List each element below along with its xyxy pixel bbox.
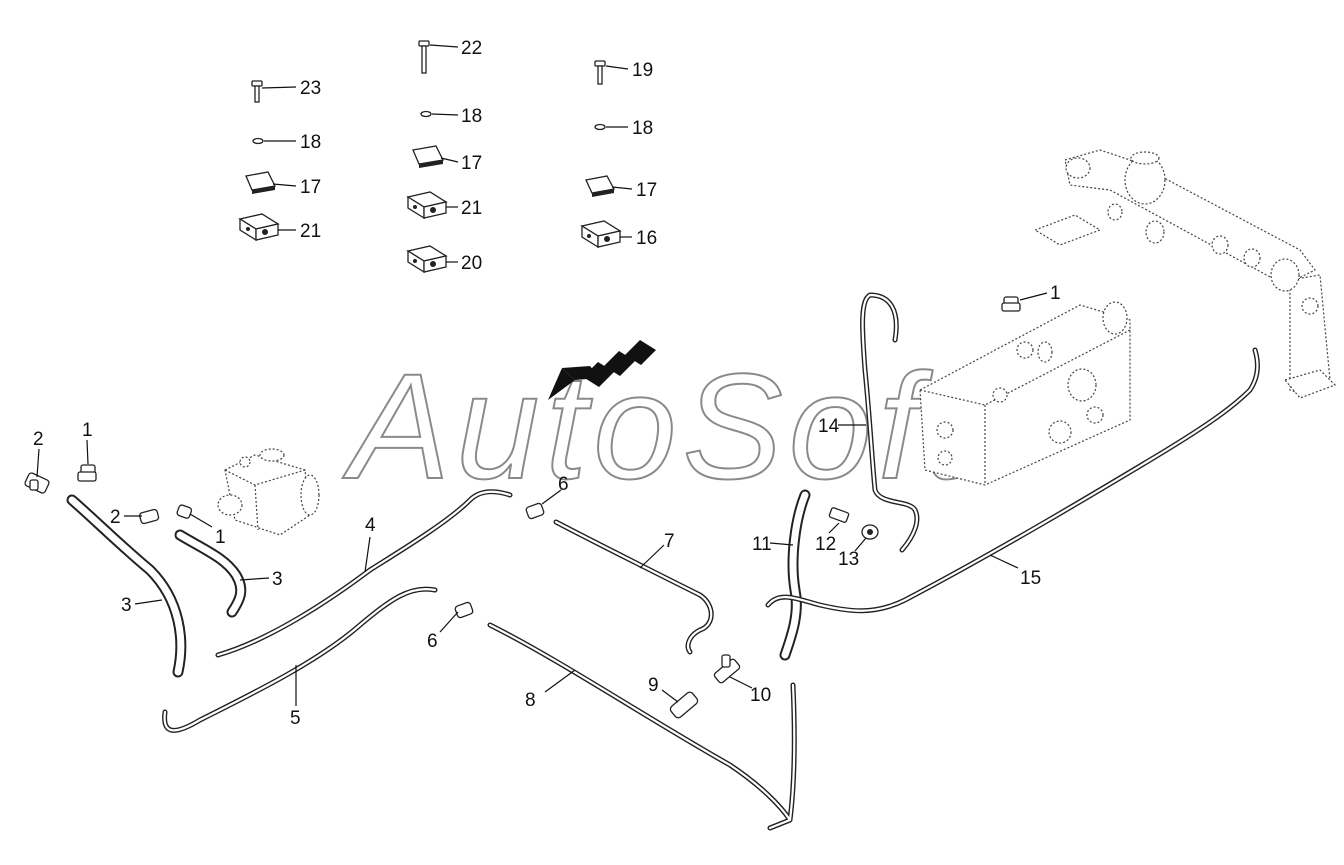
label-3-left: 3 bbox=[121, 595, 132, 616]
elbow-2-mid bbox=[139, 508, 160, 525]
label-5: 5 bbox=[290, 708, 301, 729]
washer-18c-icon bbox=[594, 123, 606, 131]
label-17-middle: 17 bbox=[461, 153, 482, 174]
hardware-column-right bbox=[580, 60, 622, 249]
clamp-20-icon bbox=[406, 245, 448, 274]
label-19: 19 bbox=[632, 60, 653, 81]
label-7: 7 bbox=[664, 531, 675, 552]
valve-block-phantom bbox=[919, 301, 1131, 486]
bolt-19-icon bbox=[594, 60, 606, 85]
pump-phantom bbox=[217, 448, 320, 536]
elbow-2-left bbox=[24, 472, 50, 494]
label-23: 23 bbox=[300, 78, 321, 99]
leader-lines bbox=[36, 44, 1048, 706]
label-21-left: 21 bbox=[300, 221, 321, 242]
label-1-right: 1 bbox=[1050, 283, 1061, 304]
fitting-1-mid bbox=[176, 504, 193, 519]
clamp-16-icon bbox=[580, 220, 622, 249]
hardware-column-middle bbox=[406, 40, 448, 274]
pipe-14 bbox=[860, 292, 920, 553]
label-9: 9 bbox=[648, 675, 659, 696]
fitting-6-bottom bbox=[454, 601, 474, 619]
label-17-right: 17 bbox=[636, 180, 657, 201]
plate-17b-icon bbox=[412, 145, 444, 168]
label-22: 22 bbox=[461, 38, 482, 59]
label-1-left: 1 bbox=[82, 420, 93, 441]
clamp-21-icon bbox=[238, 213, 280, 242]
label-6-bottom: 6 bbox=[427, 631, 438, 652]
fitting-9 bbox=[669, 691, 699, 719]
bolt-22-icon bbox=[418, 40, 430, 74]
label-10: 10 bbox=[750, 685, 771, 706]
label-1-middle: 1 bbox=[215, 527, 226, 548]
label-3-right: 3 bbox=[272, 569, 283, 590]
part-labels: 23 18 17 21 22 18 17 21 20 19 18 17 16 1… bbox=[33, 38, 1061, 729]
label-20: 20 bbox=[461, 253, 482, 274]
fitting-1-right bbox=[1001, 296, 1021, 312]
pipe-7 bbox=[553, 519, 714, 655]
clamp-21b-icon bbox=[406, 191, 448, 220]
washer-18-icon bbox=[252, 137, 264, 145]
label-14: 14 bbox=[818, 416, 840, 437]
label-2-left: 2 bbox=[33, 429, 44, 450]
hardware-column-left bbox=[238, 80, 280, 242]
label-18-right: 18 bbox=[632, 118, 653, 139]
pipe-4 bbox=[215, 489, 513, 658]
pipe-5 bbox=[162, 586, 438, 733]
hose-3-right bbox=[174, 529, 247, 618]
tee-10 bbox=[713, 654, 741, 684]
pipe-15 bbox=[765, 347, 1260, 614]
label-13: 13 bbox=[838, 549, 859, 570]
fitting-1-left bbox=[77, 464, 97, 482]
plate-17c-icon bbox=[585, 175, 615, 197]
label-8: 8 bbox=[525, 690, 536, 711]
label-2-middle: 2 bbox=[110, 507, 121, 528]
direction-arrow-icon bbox=[548, 340, 656, 400]
fitting-6-top bbox=[525, 502, 545, 520]
label-11: 11 bbox=[752, 534, 772, 555]
label-4: 4 bbox=[365, 515, 376, 536]
watermark-text: AutoSoft bbox=[342, 342, 973, 510]
label-15: 15 bbox=[1020, 568, 1041, 589]
label-17-left: 17 bbox=[300, 177, 321, 198]
pipe-8 bbox=[487, 622, 797, 831]
fitting-12 bbox=[828, 507, 850, 523]
hose-3-left bbox=[66, 494, 187, 678]
bolt-23-icon bbox=[251, 80, 263, 103]
nut-13 bbox=[861, 524, 879, 540]
hose-11 bbox=[779, 489, 811, 661]
label-16: 16 bbox=[636, 228, 657, 249]
label-21-middle: 21 bbox=[461, 198, 482, 219]
label-18-middle: 18 bbox=[461, 106, 482, 127]
label-6-top: 6 bbox=[558, 474, 569, 495]
washer-18b-icon bbox=[420, 110, 432, 118]
frame-bracket-phantom bbox=[1033, 149, 1337, 399]
label-18-left: 18 bbox=[300, 132, 321, 153]
label-12: 12 bbox=[815, 534, 836, 555]
plate-17-icon bbox=[245, 171, 276, 194]
